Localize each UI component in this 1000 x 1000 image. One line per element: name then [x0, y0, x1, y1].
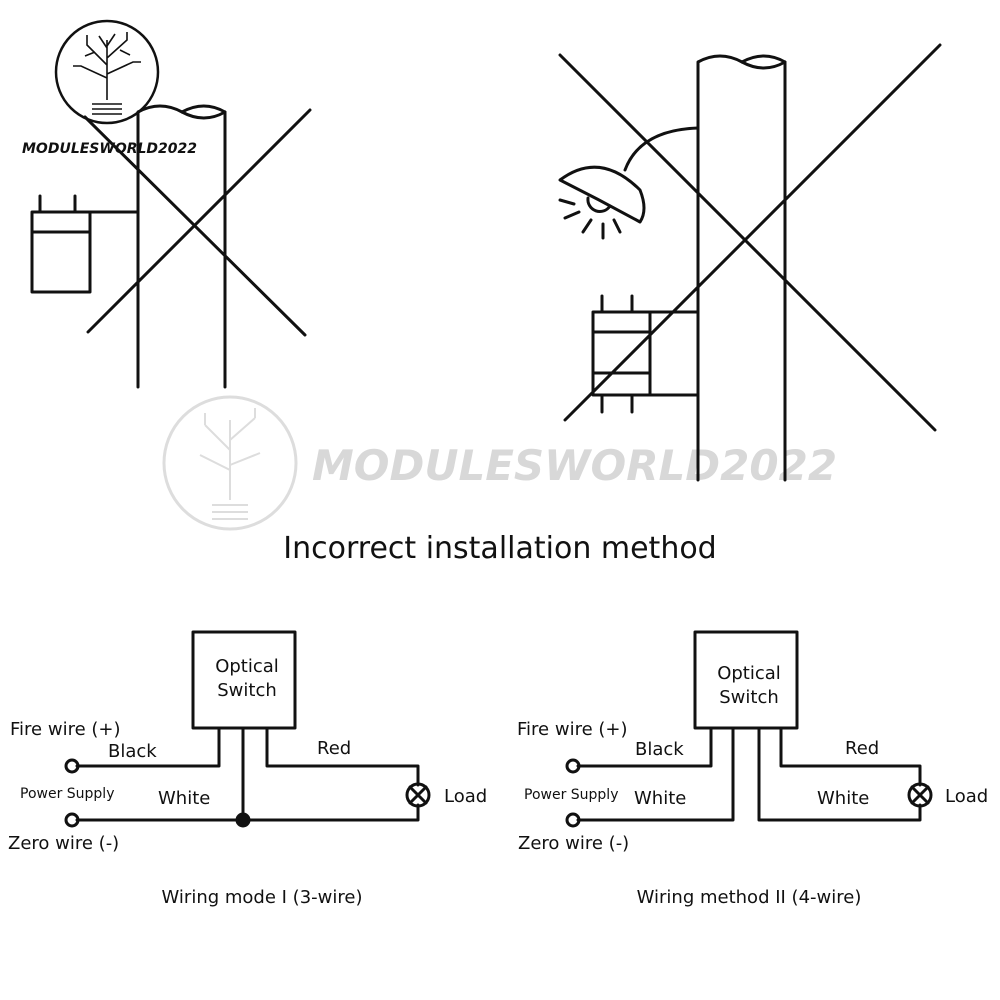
logo: MODULESWORLD2022 [22, 19, 197, 157]
logo-text: MODULESWORLD2022 [22, 141, 197, 157]
fire-wire-label: Fire wire (+) [10, 719, 121, 740]
watermark: MODULESWORLD2022 [162, 395, 837, 531]
zero-wire-label: Zero wire (-) [518, 833, 629, 854]
power-supply-label: Power Supply [524, 787, 619, 803]
black-label: Black [635, 739, 684, 760]
red-label: Red [317, 738, 351, 759]
heading: Incorrect installation method [283, 531, 716, 566]
cross-mark [83, 108, 312, 337]
red-label: Red [845, 738, 879, 759]
pole-top [180, 104, 227, 114]
black-label: Black [108, 741, 157, 762]
wiring-diagram-1 [64, 630, 431, 828]
fire-terminal [64, 758, 80, 774]
white-label: White [158, 788, 210, 809]
switch-label: Optical [717, 663, 781, 684]
red-wire [779, 726, 922, 787]
fire-wire-label: Fire wire (+) [517, 719, 628, 740]
switch-label: Optical [215, 656, 279, 677]
load-lamp-icon [907, 782, 933, 808]
zero-terminal [64, 812, 80, 828]
incorrect-example-2 [558, 43, 942, 482]
lamp-icon [558, 165, 646, 224]
cross-mark [558, 43, 942, 432]
junction-dot [235, 812, 251, 828]
power-supply-label: Power Supply [20, 786, 115, 802]
switch-device [591, 310, 652, 397]
load-label: Load [444, 786, 487, 807]
wiring-diagram-2 [565, 630, 933, 828]
fire-terminal [565, 758, 581, 774]
white-wire-load [757, 726, 922, 822]
zero-terminal [565, 812, 581, 828]
optical-switch-box [693, 630, 799, 730]
watermark-logo-icon [162, 395, 298, 531]
caption: Wiring method II (4-wire) [637, 887, 862, 908]
white-wire-supply [576, 726, 735, 822]
white-label-2: White [817, 788, 869, 809]
load-lamp-icon [405, 782, 431, 808]
watermark-text: MODULESWORLD2022 [312, 441, 837, 490]
switch-label: Switch [217, 680, 277, 701]
caption: Wiring mode I (3-wire) [162, 887, 363, 908]
wiring-labels-1: Optical Switch Fire wire (+) Black Power… [8, 656, 487, 908]
wiring-labels-2: Optical Switch Fire wire (+) Black Power… [517, 663, 988, 908]
switch-device [30, 210, 92, 294]
white-label: White [634, 788, 686, 809]
load-label: Load [945, 786, 988, 807]
zero-wire-label: Zero wire (-) [8, 833, 119, 854]
black-wire [75, 726, 221, 768]
switch-label: Switch [719, 687, 779, 708]
pole-top [740, 54, 787, 64]
red-wire [75, 726, 420, 822]
lamp-arm [623, 126, 700, 172]
black-wire [576, 726, 713, 768]
incorrect-example-1 [30, 104, 312, 389]
